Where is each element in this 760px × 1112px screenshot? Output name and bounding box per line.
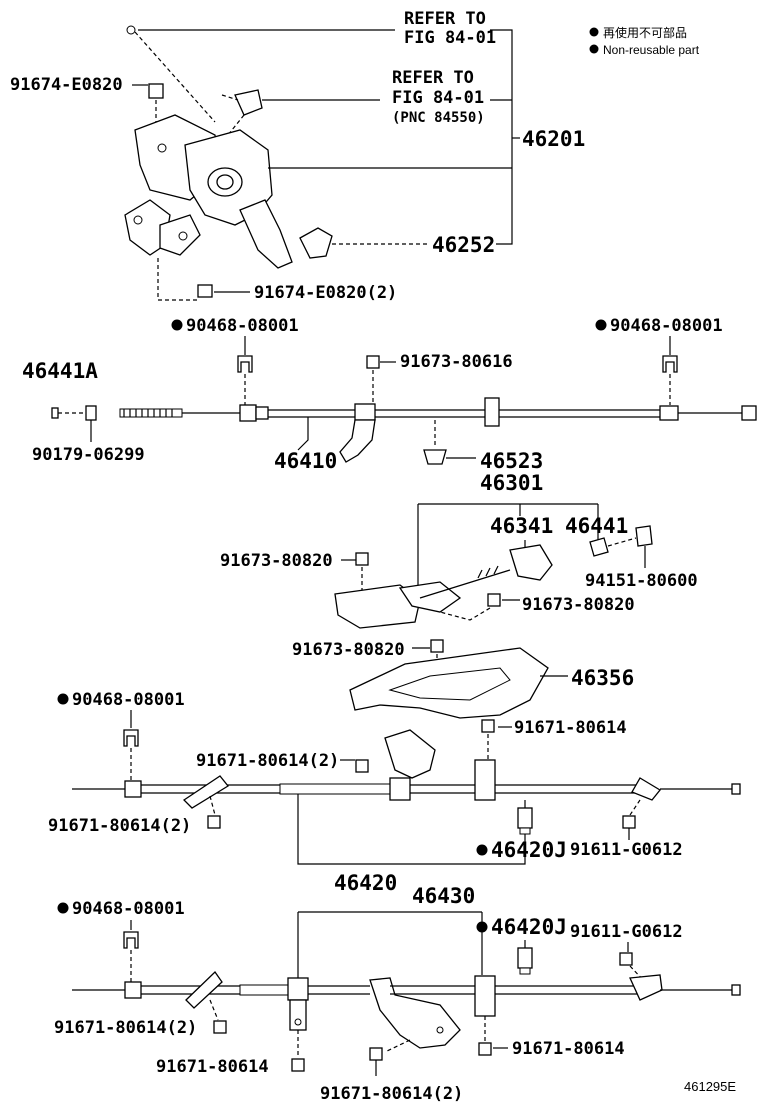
figure-code: 461295E bbox=[684, 1079, 736, 1094]
bolt-icon bbox=[291, 1058, 305, 1072]
bolt-top-label: 91674-E0820 bbox=[10, 75, 123, 95]
group-label: 46301 bbox=[480, 471, 543, 495]
non-reusable-marker-icon bbox=[589, 27, 599, 37]
bolt-icon bbox=[355, 552, 369, 566]
pedal-section: REFER TO FIG 84-01 91674-E0820 REFER TO … bbox=[10, 9, 585, 303]
bolt-icon bbox=[430, 639, 444, 653]
non-reusable-marker-icon bbox=[171, 319, 183, 331]
refer-2-line-1: REFER TO bbox=[392, 68, 474, 88]
refer-1-line-1: REFER TO bbox=[404, 9, 486, 29]
bolt-icon bbox=[148, 83, 164, 99]
rear-cable-2-drawing bbox=[72, 971, 741, 1049]
non-reusable-marker-icon bbox=[595, 319, 607, 331]
clip-left-label: 90468-08001 bbox=[186, 316, 299, 336]
rear1-bolt-pair-top-label: 91671-80614(2) bbox=[196, 751, 339, 771]
clip-icon bbox=[662, 355, 678, 373]
bolt-icon bbox=[213, 1020, 227, 1034]
equalizer-section: 46301 46341 46441 94151-80600 91673-8082… bbox=[220, 471, 698, 719]
refer-1-line-2: FIG 84-01 bbox=[404, 28, 496, 48]
legend-cn: 再使用不可部品 bbox=[603, 25, 687, 40]
rear2-bolt-pair-left-label: 91671-80614(2) bbox=[54, 1018, 197, 1038]
bolt-icon bbox=[478, 1042, 492, 1056]
clip-icon bbox=[234, 89, 263, 116]
sensor-icon bbox=[517, 807, 533, 829]
bolt-label: 91673-80616 bbox=[400, 352, 513, 372]
adjusting-nut-icon bbox=[589, 537, 609, 557]
bushing-icon bbox=[635, 525, 653, 547]
pedal-assembly-drawing bbox=[124, 114, 293, 269]
rear1-sensor-label: 46420J bbox=[491, 838, 567, 862]
rear-cable-1-drawing bbox=[72, 729, 741, 809]
bolt-icon bbox=[207, 815, 221, 829]
bushing-label: 94151-80600 bbox=[585, 571, 698, 591]
clip-icon bbox=[123, 729, 139, 747]
equalizer-bracket-drawing bbox=[334, 565, 511, 629]
refer-2-line-2: FIG 84-01 bbox=[392, 88, 484, 108]
screw-icon bbox=[126, 25, 136, 35]
legend-en: Non-reusable part bbox=[603, 43, 700, 57]
bolt-1-label: 91673-80820 bbox=[220, 551, 333, 571]
rear2-sensor-label: 46420J bbox=[491, 915, 567, 939]
bolt-2-label: 91673-80820 bbox=[522, 595, 635, 615]
pad-label: 46252 bbox=[432, 233, 495, 257]
non-reusable-marker-icon bbox=[476, 921, 488, 933]
rear2-clip-label: 90468-08001 bbox=[72, 899, 185, 919]
rear1-bolt-pair-left-label: 91671-80614(2) bbox=[48, 816, 191, 836]
non-reusable-marker-icon bbox=[589, 44, 599, 54]
clip-icon bbox=[237, 355, 253, 373]
bolt-icon bbox=[487, 593, 501, 607]
bolt-icon bbox=[369, 1047, 383, 1061]
clip-right-label: 90468-08001 bbox=[610, 316, 723, 336]
refer-2-line-3: (PNC 84550) bbox=[392, 110, 485, 126]
bolt-icon bbox=[481, 719, 495, 733]
bolt-icon bbox=[622, 815, 636, 829]
grommet-label: 46523 bbox=[480, 449, 543, 473]
rear2-bolt-mid-label: 91671-80614 bbox=[156, 1057, 269, 1077]
bracket-label: 46356 bbox=[571, 666, 634, 690]
front-cable-drawing bbox=[119, 397, 757, 463]
cable-end-icon bbox=[51, 407, 59, 419]
legend: 再使用不可部品 Non-reusable part bbox=[589, 25, 700, 57]
rear2-bolt-right-low-label: 91671-80614 bbox=[512, 1039, 625, 1059]
rear1-clip-label: 90468-08001 bbox=[72, 690, 185, 710]
support-bracket-drawing bbox=[349, 647, 549, 719]
cable-label: 46410 bbox=[274, 449, 337, 473]
part-b-label: 46441 bbox=[565, 514, 628, 538]
bolt-icon bbox=[355, 759, 369, 773]
rear1-bolt-right-label: 91611-G0612 bbox=[570, 840, 683, 860]
clip-icon bbox=[123, 931, 139, 949]
bolt-3-label: 91673-80820 bbox=[292, 640, 405, 660]
assembly-label: 46201 bbox=[522, 127, 585, 151]
rear1-bolt-top-label: 91671-80614 bbox=[514, 718, 627, 738]
non-reusable-marker-icon bbox=[57, 693, 69, 705]
non-reusable-marker-icon bbox=[57, 902, 69, 914]
sensor-icon bbox=[517, 947, 533, 969]
rear2-bolt-right-label: 91611-G0612 bbox=[570, 922, 683, 942]
end-label: 46441A bbox=[22, 359, 98, 383]
rear-cable-1-section: 90468-08001 91671-80614 91671-80614(2) bbox=[48, 690, 741, 895]
rear2-bolt-pair-bottom-label: 91671-80614(2) bbox=[320, 1084, 463, 1104]
part-a-label: 46341 bbox=[490, 514, 553, 538]
bolt-icon bbox=[619, 952, 633, 966]
non-reusable-marker-icon bbox=[476, 844, 488, 856]
nut-label: 90179-06299 bbox=[32, 445, 145, 465]
pedal-pad-icon bbox=[299, 227, 333, 259]
rear2-cable-label: 46430 bbox=[412, 884, 475, 908]
nut-icon bbox=[85, 405, 97, 421]
bolt-icon bbox=[366, 355, 380, 369]
bolt-bottom-label: 91674-E0820(2) bbox=[254, 283, 397, 303]
rear-cable-2-section: 46430 90468-08001 46420J 91611-G0612 bbox=[54, 884, 741, 1104]
rear1-cable-label: 46420 bbox=[334, 871, 397, 895]
grommet-icon bbox=[423, 449, 447, 465]
bolt-icon bbox=[197, 284, 213, 298]
equalizer-yoke-icon bbox=[509, 544, 553, 581]
front-cable-section: 90468-08001 90468-08001 91673-80616 4644… bbox=[22, 316, 757, 473]
